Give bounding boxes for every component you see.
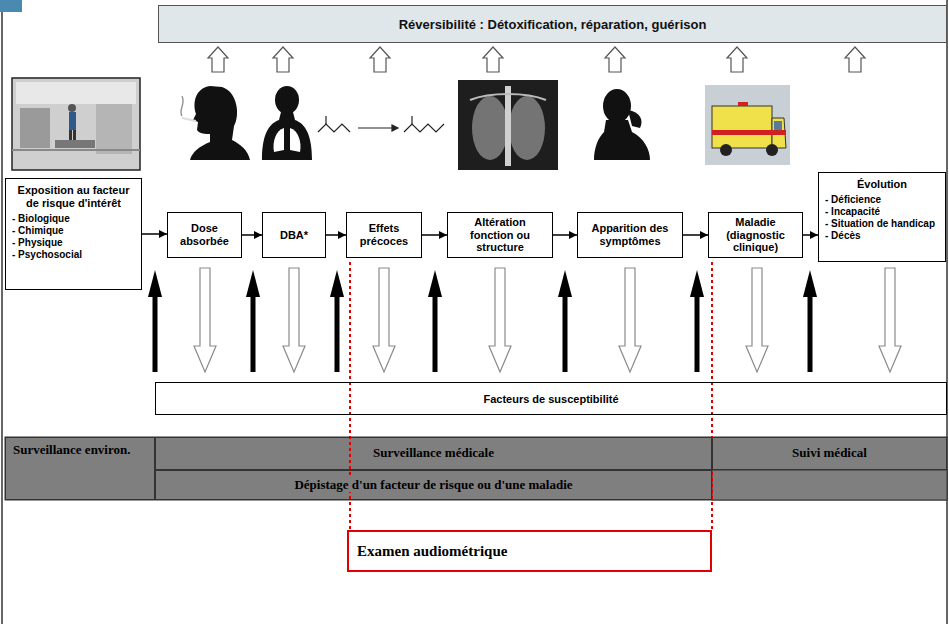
- process-box: Maladie (diagnostic clinique): [708, 212, 803, 258]
- node-label: Examen audiométrique: [357, 543, 507, 560]
- list-item: - Biologique: [12, 213, 135, 225]
- flow-arrow: [422, 234, 447, 236]
- frame-line: [946, 0, 948, 624]
- list-item: - Physique: [12, 237, 135, 249]
- cough-silhouette: [594, 89, 650, 160]
- flow-arrow: [326, 234, 346, 236]
- reversibility-band: Réversibilité : Détoxification, réparati…: [158, 5, 947, 43]
- table-cell: Suivi médical: [712, 437, 947, 470]
- surveillance-table: [5, 437, 947, 500]
- susceptibility-band: Facteurs de susceptibilité: [155, 382, 947, 415]
- process-box: DBA*: [262, 212, 326, 258]
- table-cell: Surveillance médicale: [155, 437, 712, 470]
- flow-arrow: [553, 234, 577, 236]
- node-label: Effets précoces: [351, 222, 417, 247]
- process-box: Dose absorbée: [167, 212, 242, 258]
- frame-line: [1, 12, 3, 624]
- corner-mark: [0, 0, 22, 12]
- smoker-silhouette: [181, 86, 250, 160]
- flow-arrow: [142, 233, 167, 235]
- workplace-photo: [12, 78, 140, 170]
- node-label: Surveillance médicale: [370, 446, 497, 461]
- node-label: Suivi médical: [789, 446, 870, 461]
- list-item: - Chimique: [12, 225, 135, 237]
- node-label: Altération fonction ou structure: [452, 216, 548, 254]
- node-label: DBA*: [280, 229, 308, 242]
- list-item: - Psychosocial: [12, 249, 135, 261]
- process-box: Altération fonction ou structure: [447, 212, 553, 258]
- chest-xray: [458, 80, 558, 170]
- table-cell: Dépistage d'un facteur de risque ou d'un…: [155, 470, 712, 500]
- table-cell: Surveillance environ.: [5, 437, 155, 500]
- node-label: Dose absorbée: [172, 222, 237, 247]
- node-label: Exposition au facteur de risque d'intérê…: [12, 184, 135, 210]
- flow-arrow: [683, 234, 708, 236]
- list-item: - Incapacité: [825, 206, 939, 218]
- flow-arrow: [803, 234, 818, 236]
- list-item: - Déficience: [825, 194, 939, 206]
- node-label: Dépistage d'un facteur de risque ou d'un…: [291, 478, 575, 493]
- node-label: Facteurs de susceptibilité: [483, 393, 618, 405]
- highlight-box: Examen audiométrique: [347, 530, 712, 572]
- lungs-silhouette: [262, 86, 312, 160]
- node-label: Surveillance environ.: [10, 443, 133, 458]
- list-item: - Décès: [825, 230, 939, 242]
- reversibility-arrows: [208, 47, 865, 72]
- node-label: Réversibilité : Détoxification, réparati…: [399, 17, 707, 32]
- outcome-box: Évolution - Déficience- Incapacité- Situa…: [818, 172, 946, 262]
- susceptibility-up-arrows: [148, 270, 817, 372]
- list-item: - Situation de handicap: [825, 218, 939, 230]
- node-label: Maladie (diagnostic clinique): [713, 216, 798, 254]
- ambulance-photo: [705, 85, 790, 165]
- flow-arrow: [242, 234, 262, 236]
- effect-down-arrows: [194, 268, 901, 372]
- chemical-formula: [318, 116, 444, 132]
- exposure-box: Exposition au facteur de risque d'intérê…: [5, 178, 142, 290]
- node-label: Apparition des symptômes: [582, 222, 678, 247]
- process-box: Apparition des symptômes: [577, 212, 683, 258]
- node-label: Évolution: [825, 178, 939, 191]
- process-box: Effets précoces: [346, 212, 422, 258]
